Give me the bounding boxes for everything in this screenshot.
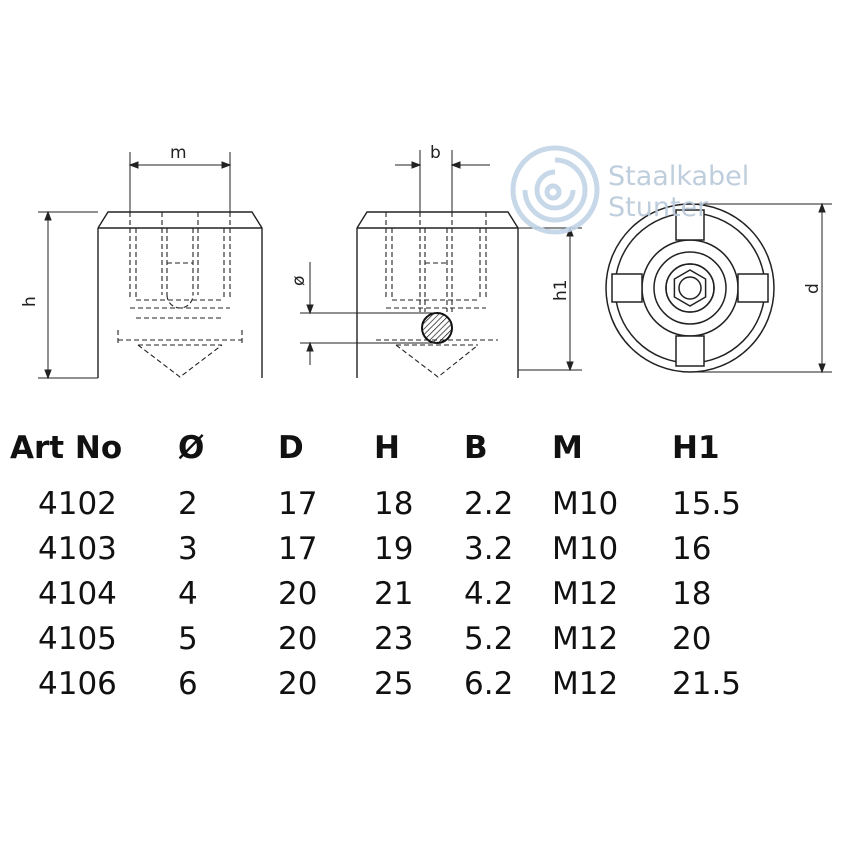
cell-h1: 20 bbox=[672, 620, 712, 657]
label-h: h bbox=[20, 296, 40, 307]
cell-h: 21 bbox=[374, 575, 414, 612]
cell-m: M12 bbox=[552, 620, 619, 657]
cell-b: 5.2 bbox=[464, 620, 514, 657]
top-view bbox=[605, 202, 832, 374]
header-h1: H1 bbox=[672, 430, 720, 466]
cell-h1: 16 bbox=[672, 530, 712, 567]
header-m: M bbox=[552, 430, 583, 466]
spiral-logo-icon bbox=[510, 145, 600, 235]
table-row: 4102 2 17 18 2.2 M10 15.5 bbox=[0, 471, 812, 526]
table-header-row: Art No Ø D H B M H1 bbox=[0, 425, 812, 471]
cell-art-no: 4104 bbox=[38, 575, 117, 612]
cell-m: M12 bbox=[552, 575, 619, 612]
table-row: 4106 6 20 25 6.2 M12 21.5 bbox=[0, 661, 812, 706]
watermark-line1: Staalkabel bbox=[608, 161, 749, 192]
specification-table: Art No Ø D H B M H1 4102 2 17 18 2.2 M10… bbox=[0, 425, 812, 706]
header-d: D bbox=[278, 430, 304, 466]
side-view bbox=[300, 150, 582, 378]
cell-d: 17 bbox=[278, 530, 318, 567]
cell-diameter: 2 bbox=[178, 485, 198, 522]
cell-d: 20 bbox=[278, 665, 318, 702]
cell-h1: 18 bbox=[672, 575, 712, 612]
cell-b: 6.2 bbox=[464, 665, 514, 702]
cell-h: 23 bbox=[374, 620, 414, 657]
cell-diameter: 6 bbox=[178, 665, 198, 702]
cell-h: 18 bbox=[374, 485, 414, 522]
cell-art-no: 4106 bbox=[38, 665, 117, 702]
cell-d: 20 bbox=[278, 575, 318, 612]
cell-diameter: 4 bbox=[178, 575, 198, 612]
cell-m: M10 bbox=[552, 485, 619, 522]
cell-art-no: 4103 bbox=[38, 530, 117, 567]
header-art-no: Art No bbox=[10, 430, 123, 466]
table-row: 4103 3 17 19 3.2 M10 16 bbox=[0, 526, 812, 571]
cell-h1: 15.5 bbox=[672, 485, 742, 522]
cell-diameter: 5 bbox=[178, 620, 198, 657]
cell-art-no: 4102 bbox=[38, 485, 117, 522]
header-h: H bbox=[374, 430, 400, 466]
label-d: d bbox=[803, 283, 823, 294]
cell-diameter: 3 bbox=[178, 530, 198, 567]
watermark-line2: Stunter bbox=[608, 192, 709, 223]
cell-h1: 21.5 bbox=[672, 665, 742, 702]
label-m: m bbox=[170, 143, 187, 163]
cell-b: 2.2 bbox=[464, 485, 514, 522]
cell-h: 19 bbox=[374, 530, 414, 567]
cell-art-no: 4105 bbox=[38, 620, 117, 657]
watermark-logo: Staalkabel Stunter bbox=[510, 145, 749, 235]
label-phi: ø bbox=[289, 276, 309, 286]
cell-m: M10 bbox=[552, 530, 619, 567]
header-b: B bbox=[464, 430, 488, 466]
cell-d: 20 bbox=[278, 620, 318, 657]
technical-drawing: m h bbox=[20, 143, 832, 380]
cell-b: 4.2 bbox=[464, 575, 514, 612]
table-row: 4104 4 20 21 4.2 M12 18 bbox=[0, 571, 812, 616]
header-diameter: Ø bbox=[178, 430, 205, 466]
cell-m: M12 bbox=[552, 665, 619, 702]
cell-h: 25 bbox=[374, 665, 414, 702]
label-b: b bbox=[430, 143, 441, 163]
cell-b: 3.2 bbox=[464, 530, 514, 567]
table-row: 4105 5 20 23 5.2 M12 20 bbox=[0, 616, 812, 661]
cell-d: 17 bbox=[278, 485, 318, 522]
front-view bbox=[38, 152, 263, 380]
label-h1: h1 bbox=[551, 279, 571, 301]
